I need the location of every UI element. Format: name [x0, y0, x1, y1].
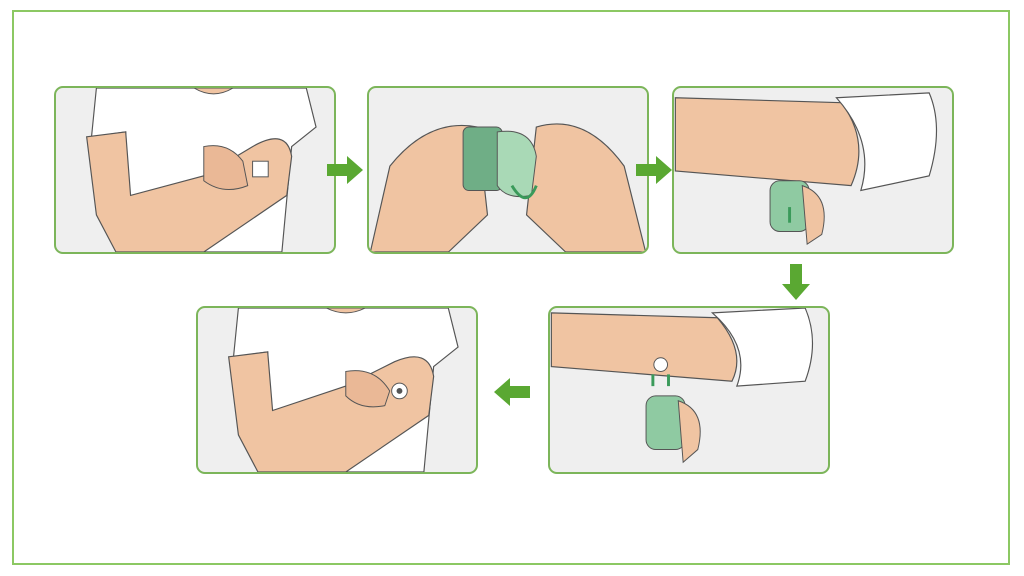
step-3-panel	[672, 86, 954, 254]
step-1-illustration	[85, 88, 317, 252]
outer-frame	[12, 10, 1010, 565]
step-4-panel	[548, 306, 830, 474]
arrow-right-icon	[636, 156, 672, 189]
step-5-illustration	[227, 308, 459, 472]
arrow-left-icon	[494, 378, 530, 411]
step-4-illustration	[550, 308, 813, 464]
step-3-illustration	[674, 92, 938, 246]
step-1-panel	[54, 86, 336, 254]
step-2-illustration	[369, 123, 647, 252]
step-2-panel	[367, 86, 649, 254]
step-5-panel	[196, 306, 478, 474]
arrow-down-icon	[782, 264, 810, 305]
arrow-right-icon	[327, 156, 363, 189]
